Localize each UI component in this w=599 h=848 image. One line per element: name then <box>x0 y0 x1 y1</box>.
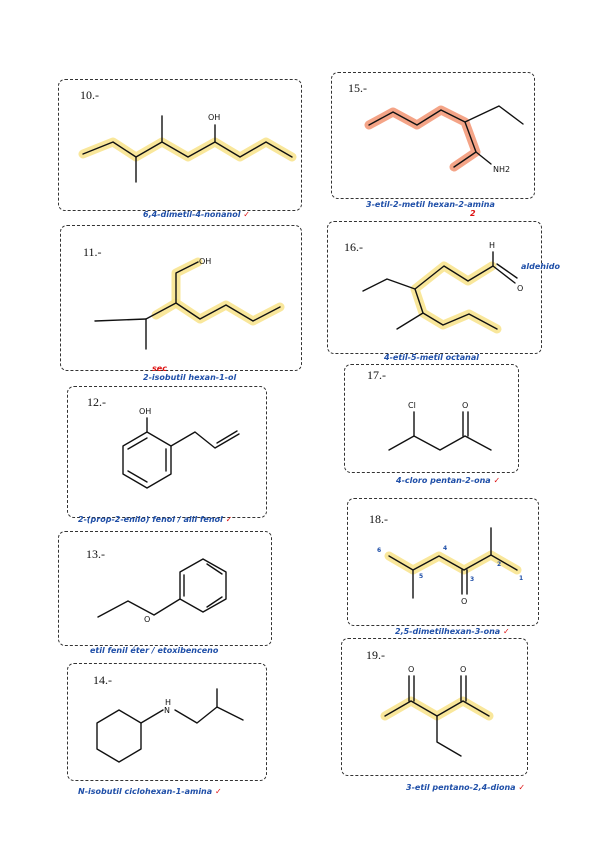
problem-16-number: 16.- <box>344 240 363 254</box>
problem-16-box <box>327 221 542 354</box>
problem-12-box <box>67 386 267 518</box>
problem-11-correction: sec <box>152 364 167 373</box>
o-label-right: O <box>460 665 466 674</box>
carbon-number-5: 5 <box>419 573 423 580</box>
problem-19-number: 19.- <box>366 648 385 662</box>
problem-11-number: 11.- <box>83 245 102 259</box>
problem-19-structure: O O <box>380 665 494 757</box>
problem-14-number: 14.- <box>93 673 112 687</box>
problem-16-structure: H O <box>362 241 523 334</box>
problem-11-box <box>60 225 302 371</box>
problem-15-box <box>331 72 535 199</box>
problem-13-box <box>58 531 272 646</box>
problem-18-box <box>347 498 539 626</box>
problem-18-number: 18.- <box>369 512 388 526</box>
problem-14-structure: H N <box>96 688 244 763</box>
carbon-number-4: 4 <box>443 545 447 552</box>
h-label: H <box>489 241 495 250</box>
problem-19-box <box>341 638 528 776</box>
problem-13-structure: O <box>97 558 227 624</box>
problem-10-box <box>58 79 302 211</box>
o-label-left: O <box>408 665 414 674</box>
check-mark: ✓ <box>225 515 233 524</box>
carbon-number-1: 1 <box>519 575 523 582</box>
check-mark: ✓ <box>493 476 501 485</box>
problem-15-structure: NH2 <box>364 105 524 174</box>
o-label: O <box>461 597 467 606</box>
check-mark: ✓ <box>518 783 526 792</box>
oh-label: OH <box>208 113 220 122</box>
cl-label: Cl <box>408 401 416 410</box>
o-label: O <box>462 401 468 410</box>
problem-12-caption: 2-(prop-2-enilo) fenol / alil fenol ✓ <box>78 515 233 524</box>
problem-10-number: 10.- <box>80 88 99 102</box>
carbon-number-3: 3 <box>470 576 474 583</box>
carbon-number-6: 6 <box>377 547 381 554</box>
problem-12-number: 12.- <box>87 395 106 409</box>
problem-15-correction: 2 <box>470 209 476 218</box>
problem-17-number: 17.- <box>367 368 386 382</box>
problem-15-caption: 3-etil-2-metil hexan-2-amina <box>366 200 495 209</box>
problem-16-annotation: aldehido <box>521 262 560 271</box>
o-label: O <box>144 615 150 624</box>
problem-16-caption: 4-etil-5-metil octanal <box>384 353 479 362</box>
problem-13-caption: etil fenil éter / etoxibenceno <box>90 646 219 655</box>
check-mark: ✓ <box>243 210 250 219</box>
problem-18-caption: 2,5-dimetilhexan-3-ona ✓ <box>395 627 510 636</box>
o-label: O <box>517 284 523 293</box>
nh2-label: NH2 <box>493 165 510 174</box>
problem-14-box <box>67 663 267 781</box>
carbon-number-2: 2 <box>497 561 501 568</box>
problem-10-caption: 6,4-dimetil-4-nonanol ✓ <box>143 210 250 219</box>
problem-18-structure: O 6 5 4 3 2 1 <box>377 527 523 606</box>
problem-17-box <box>344 364 519 473</box>
problem-11-structure: OH <box>94 257 285 350</box>
problem-14-caption: N-isobutil ciclohexan-1-amina ✓ <box>78 787 222 796</box>
problem-12-structure: OH <box>122 407 240 489</box>
oh-label: OH <box>199 257 211 266</box>
problem-11-caption: 2-isobutil hexan-1-ol <box>143 373 237 382</box>
h-label: H <box>165 698 171 707</box>
problem-13-number: 13.- <box>86 547 105 561</box>
problem-10-structure: OH <box>78 113 297 183</box>
check-mark: ✓ <box>214 787 222 796</box>
check-mark: ✓ <box>503 627 510 636</box>
problem-17-structure: Cl O <box>388 401 492 451</box>
problem-17-caption: 4-cloro pentan-2-ona ✓ <box>396 476 501 485</box>
n-label: N <box>164 706 170 715</box>
problem-15-number: 15.- <box>348 81 367 95</box>
problem-19-caption: 3-etil pentano-2,4-diona ✓ <box>406 783 526 792</box>
oh-label: OH <box>139 407 151 416</box>
